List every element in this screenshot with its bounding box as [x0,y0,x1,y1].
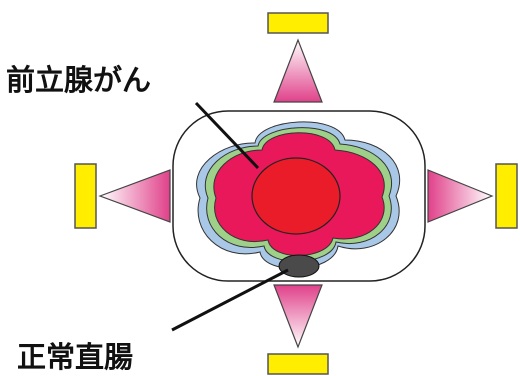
rectum [278,254,320,278]
label-normal-rectum: 正常直腸 [17,340,133,374]
beam-source-left [74,163,97,229]
beam-source-bottom [267,353,329,375]
beam-cone-right [427,169,494,223]
prostate-tumor [251,157,341,235]
beam-cone-left [98,169,171,223]
beam-source-right [495,163,518,229]
beam-source-top [267,12,329,34]
beam-cone-bottom [273,284,323,349]
leader-line-prostate [194,101,260,170]
label-prostate-cancer: 前立腺がん [6,63,151,97]
beam-cone-top [273,38,323,103]
leader-line-rectum [171,268,289,332]
